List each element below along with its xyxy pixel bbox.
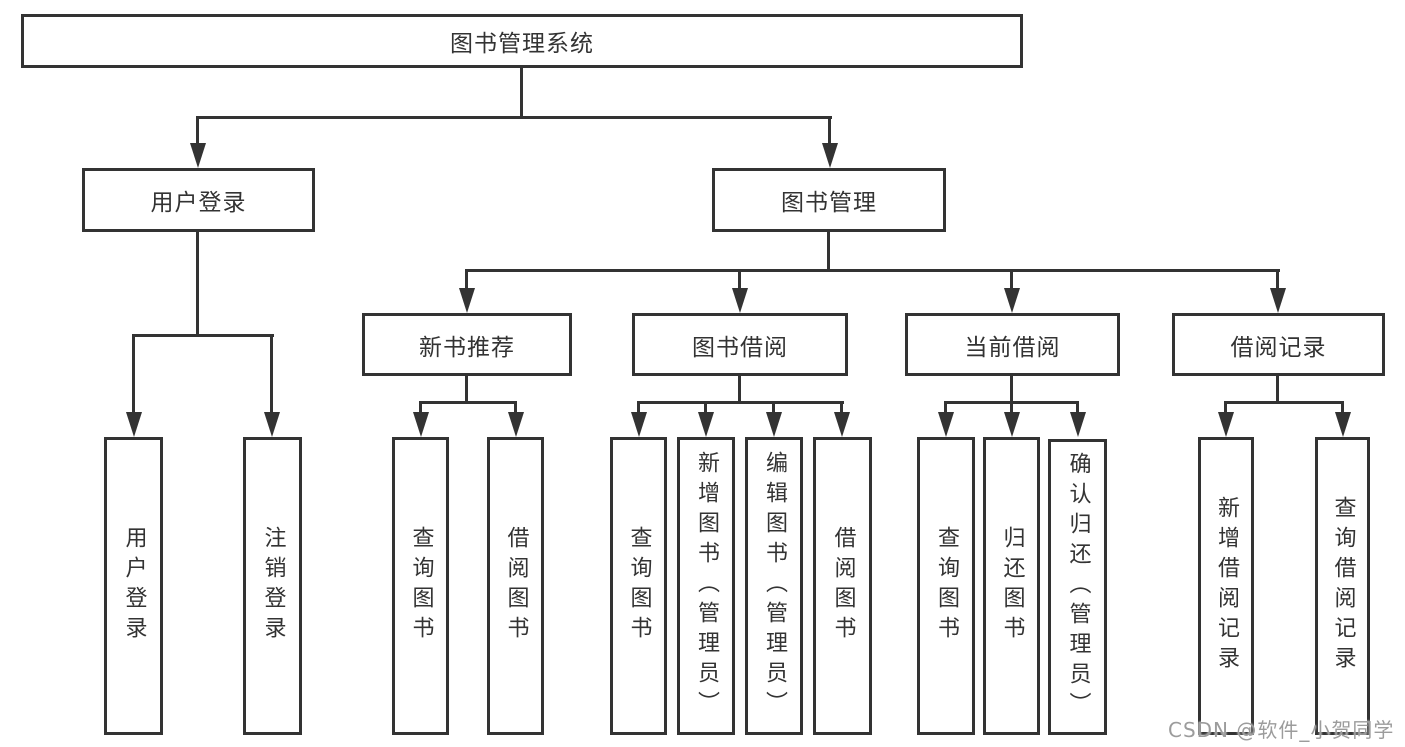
leaf-query-books-recommend-label: 查询图书 — [408, 526, 434, 646]
arrowhead-borrow-records — [1270, 288, 1286, 313]
connector-level2-branch — [196, 116, 832, 119]
arrowhead-g3-query — [631, 412, 647, 437]
connector-shaft-g3-query — [637, 401, 640, 416]
connector-shaft-g4-return — [1010, 401, 1013, 416]
leaf-edit-book-admin-label: 编辑图书（管理员） — [762, 451, 787, 721]
connector-book-borrow-stem — [738, 376, 741, 404]
leaf-logout: 注销登录 — [243, 437, 302, 735]
leaf-borrow-books-label: 借阅图书 — [830, 526, 856, 646]
node-borrow-records: 借阅记录 — [1172, 313, 1385, 376]
connector-root-stem — [520, 68, 523, 119]
node-book-borrow: 图书借阅 — [632, 313, 848, 376]
connector-shaft-g3-add — [704, 401, 707, 416]
arrowhead-book-borrow — [732, 288, 748, 313]
leaf-query-books-recommend: 查询图书 — [392, 437, 449, 735]
connector-shaft-g5-query — [1341, 401, 1344, 416]
arrowhead-leaf-login — [126, 412, 142, 437]
connector-borrow-records-stem — [1276, 376, 1279, 404]
leaf-query-borrow-record-label: 查询借阅记录 — [1330, 496, 1356, 676]
arrowhead-g3-edit — [766, 412, 782, 437]
connector-shaft-leaf-login — [132, 334, 135, 414]
leaf-add-book-admin-label: 新增图书（管理员） — [694, 451, 719, 721]
leaf-query-books-current: 查询图书 — [917, 437, 975, 735]
leaf-return-book: 归还图书 — [983, 437, 1040, 735]
node-book-borrow-label: 图书借阅 — [692, 334, 788, 361]
arrowhead-leaf-logout — [264, 412, 280, 437]
leaf-query-books-borrow-label: 查询图书 — [626, 526, 652, 646]
node-user-login-label: 用户登录 — [150, 190, 247, 216]
leaf-return-book-label: 归还图书 — [999, 526, 1025, 646]
leaf-borrow-books-recommend: 借阅图书 — [487, 437, 544, 735]
connector-user-login-branch — [132, 334, 274, 337]
connector-shaft-book-mgmt — [828, 116, 831, 146]
connector-book-mgmt-stem — [827, 232, 830, 272]
connector-new-books-stem — [465, 376, 468, 404]
connector-shaft-g5-add — [1224, 401, 1227, 416]
connector-shaft-g2-borrow — [514, 401, 517, 416]
arrowhead-g3-add — [698, 412, 714, 437]
connector-new-books-branch — [419, 401, 517, 404]
connector-shaft-book-borrow — [738, 269, 741, 292]
arrowhead-book-mgmt — [822, 143, 838, 168]
connector-current-borrow-stem — [1010, 376, 1013, 404]
node-root-system: 图书管理系统 — [21, 14, 1023, 68]
arrowhead-g4-return — [1004, 412, 1020, 437]
arrowhead-new-books — [459, 288, 475, 313]
node-borrow-records-label: 借阅记录 — [1230, 334, 1327, 361]
arrowhead-g2-query — [413, 412, 429, 437]
connector-shaft-g2-query — [419, 401, 422, 416]
connector-shaft-g3-edit — [772, 401, 775, 416]
node-book-management-label: 图书管理 — [781, 190, 877, 216]
leaf-add-borrow-record: 新增借阅记录 — [1198, 437, 1254, 735]
connector-shaft-g4-confirm — [1076, 401, 1079, 416]
node-current-borrow: 当前借阅 — [905, 313, 1120, 376]
leaf-add-borrow-record-label: 新增借阅记录 — [1214, 496, 1239, 676]
connector-shaft-current-borrow — [1010, 269, 1013, 292]
arrowhead-g3-borrow — [834, 412, 850, 437]
leaf-query-books-current-label: 查询图书 — [934, 526, 959, 646]
connector-shaft-leaf-logout — [270, 334, 273, 414]
leaf-add-book-admin: 新增图书（管理员） — [677, 437, 735, 735]
arrowhead-g2-borrow — [508, 412, 524, 437]
connector-shaft-g3-borrow — [840, 401, 843, 416]
arrowhead-current-borrow — [1004, 288, 1020, 313]
arrowhead-g4-query — [938, 412, 954, 437]
node-current-borrow-label: 当前借阅 — [964, 334, 1061, 361]
connector-shaft-borrow-records — [1276, 269, 1279, 292]
leaf-user-login: 用户登录 — [104, 437, 163, 735]
leaf-confirm-return-admin: 确认归还（管理员） — [1048, 439, 1107, 735]
leaf-confirm-return-admin-label: 确认归还（管理员） — [1065, 452, 1091, 722]
node-new-book-recommend: 新书推荐 — [362, 313, 572, 376]
arrowhead-g5-add — [1218, 412, 1234, 437]
leaf-query-borrow-record: 查询借阅记录 — [1315, 437, 1370, 735]
node-new-book-recommend-label: 新书推荐 — [419, 334, 515, 361]
node-book-management: 图书管理 — [712, 168, 946, 232]
connector-level3-branch — [465, 269, 1280, 272]
node-user-login: 用户登录 — [82, 168, 315, 232]
leaf-borrow-books-recommend-label: 借阅图书 — [503, 526, 529, 646]
connector-book-borrow-branch — [637, 401, 844, 404]
leaf-borrow-books: 借阅图书 — [813, 437, 872, 735]
csdn-watermark: CSDN @软件_小贺同学 — [1168, 718, 1395, 742]
connector-shaft-user-login — [196, 116, 199, 146]
connector-borrow-records-branch — [1224, 401, 1344, 404]
connector-user-login-stem — [196, 232, 199, 337]
connector-shaft-new-books — [465, 269, 468, 292]
arrowhead-g4-confirm — [1070, 412, 1086, 437]
leaf-user-login-label: 用户登录 — [121, 526, 147, 646]
leaf-edit-book-admin: 编辑图书（管理员） — [745, 437, 803, 735]
leaf-logout-label: 注销登录 — [260, 526, 286, 646]
leaf-query-books-borrow: 查询图书 — [610, 437, 667, 735]
node-root-label: 图书管理系统 — [450, 31, 594, 57]
arrowhead-g5-query — [1335, 412, 1351, 437]
arrowhead-user-login — [190, 143, 206, 168]
connector-shaft-g4-query — [944, 401, 947, 416]
